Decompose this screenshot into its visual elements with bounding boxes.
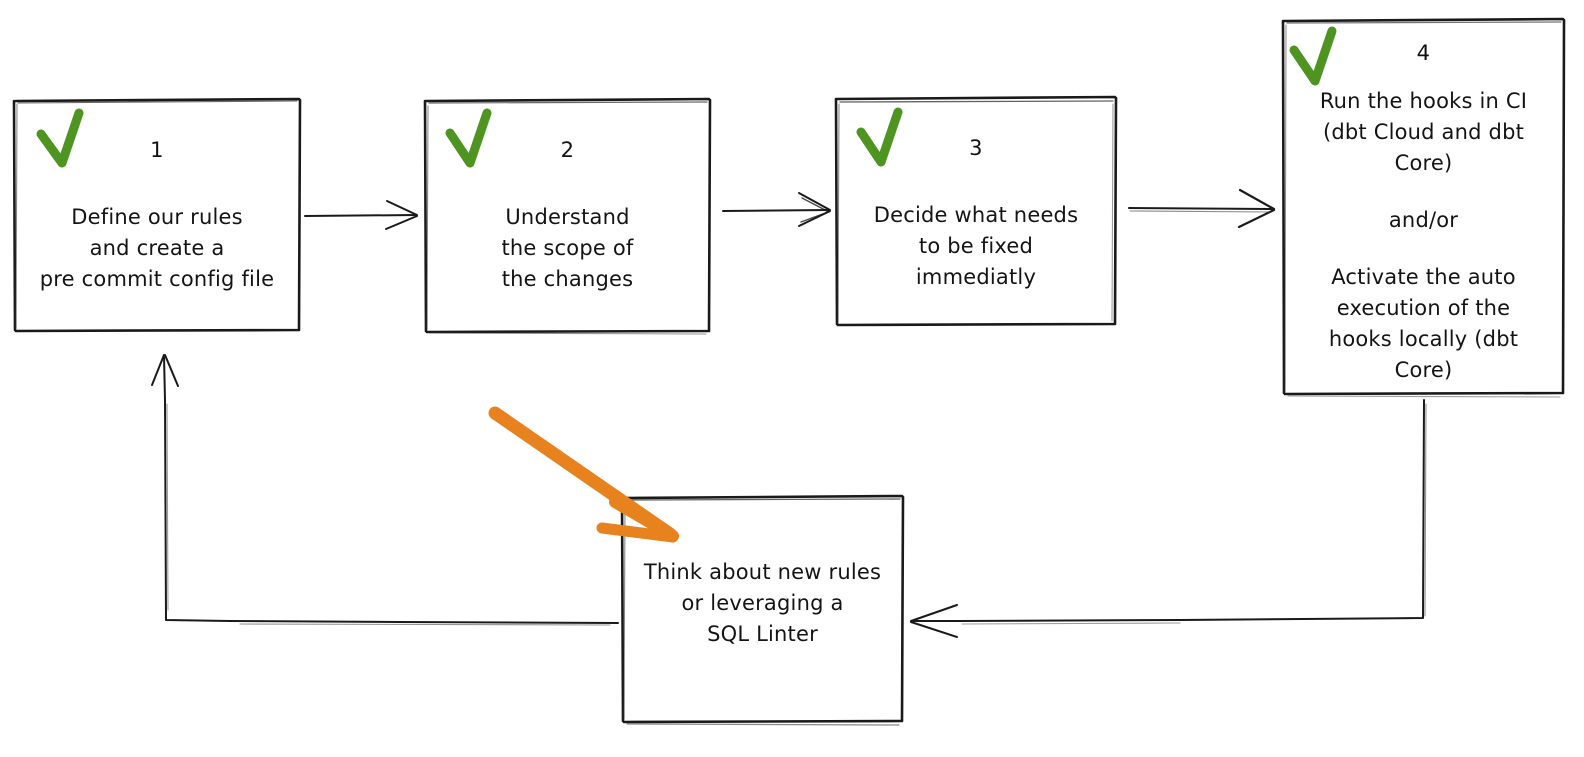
- node-text-step-4-middle: and/or: [1388, 208, 1459, 232]
- node-text-step-4-bottom: Activate the auto execution of the hooks…: [1328, 265, 1519, 382]
- connector-edge-1-2: [304, 200, 418, 230]
- node-step-2[interactable]: 2 Understand the scope of the changes: [425, 100, 710, 332]
- step-number-1: 1: [150, 138, 164, 162]
- connector-edge-3-4: [1128, 188, 1276, 229]
- connector-edge-2-3: [722, 192, 831, 227]
- node-text-step-2: Understand the scope of the changes: [501, 205, 634, 291]
- node-text-step-3: Decide what needs to be fixed immediatly: [873, 203, 1079, 289]
- node-text-loop-node: Think about new rules or leveraging a SQ…: [643, 560, 882, 646]
- node-text-step-4-top: Run the hooks in CI (dbt Cloud and dbt C…: [1319, 89, 1528, 175]
- step-number-3: 3: [969, 136, 983, 160]
- node-step-4[interactable]: 4 Run the hooks in CI (dbt Cloud and dbt…: [1283, 20, 1564, 394]
- connector-edge-loop-node-1: [151, 354, 619, 626]
- node-step-3[interactable]: 3 Decide what needs to be fixed immediat…: [836, 98, 1116, 325]
- connector-edge-4-loop-node: [910, 399, 1427, 638]
- step-number-2: 2: [560, 138, 575, 162]
- node-loop-node[interactable]: Think about new rules or leveraging a SQ…: [622, 497, 903, 722]
- node-text-step-1: Define our rules and create a pre commit…: [39, 205, 275, 291]
- node-step-1[interactable]: 1 Define our rules and create a pre comm…: [14, 100, 300, 331]
- step-number-4: 4: [1416, 41, 1431, 65]
